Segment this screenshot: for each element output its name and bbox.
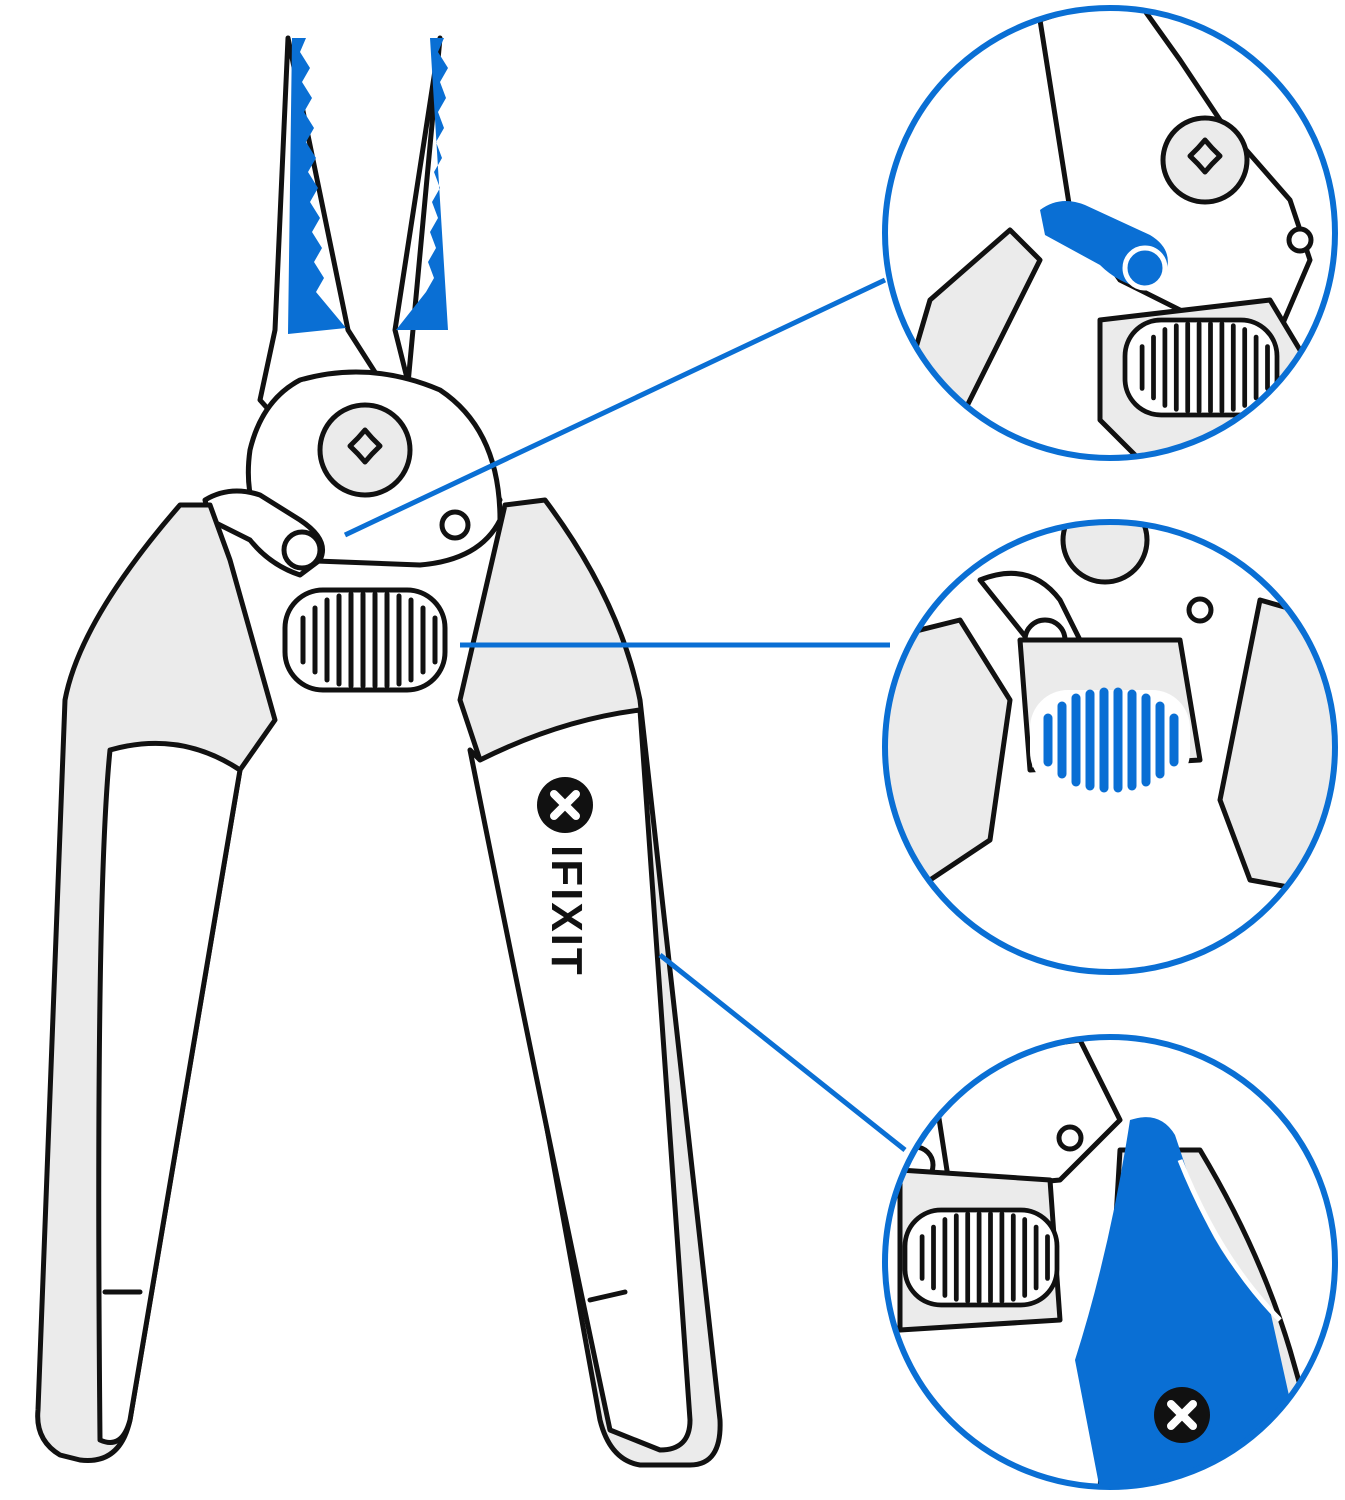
brand-wordmark: IFIXIT (542, 845, 591, 977)
right-jaw-tip (396, 38, 448, 330)
grip-callout (882, 1034, 1338, 1490)
grip-highlight (1075, 1117, 1290, 1487)
right-handle-grip (467, 707, 693, 1453)
latch-icon (202, 488, 325, 578)
rivet (439, 509, 471, 541)
spring-callout (882, 519, 1338, 975)
pliers: IFIXIT (35, 35, 723, 1468)
latch-callout (882, 5, 1338, 461)
spring-icon (285, 590, 445, 690)
pivot-screw-icon (317, 402, 413, 498)
screw-icon (1154, 1387, 1210, 1443)
left-handle-grip (96, 740, 243, 1445)
spring-highlight (1030, 687, 1190, 793)
left-jaw-tip (288, 38, 346, 334)
callout-lines (343, 277, 907, 1152)
logo-icon (537, 777, 593, 833)
